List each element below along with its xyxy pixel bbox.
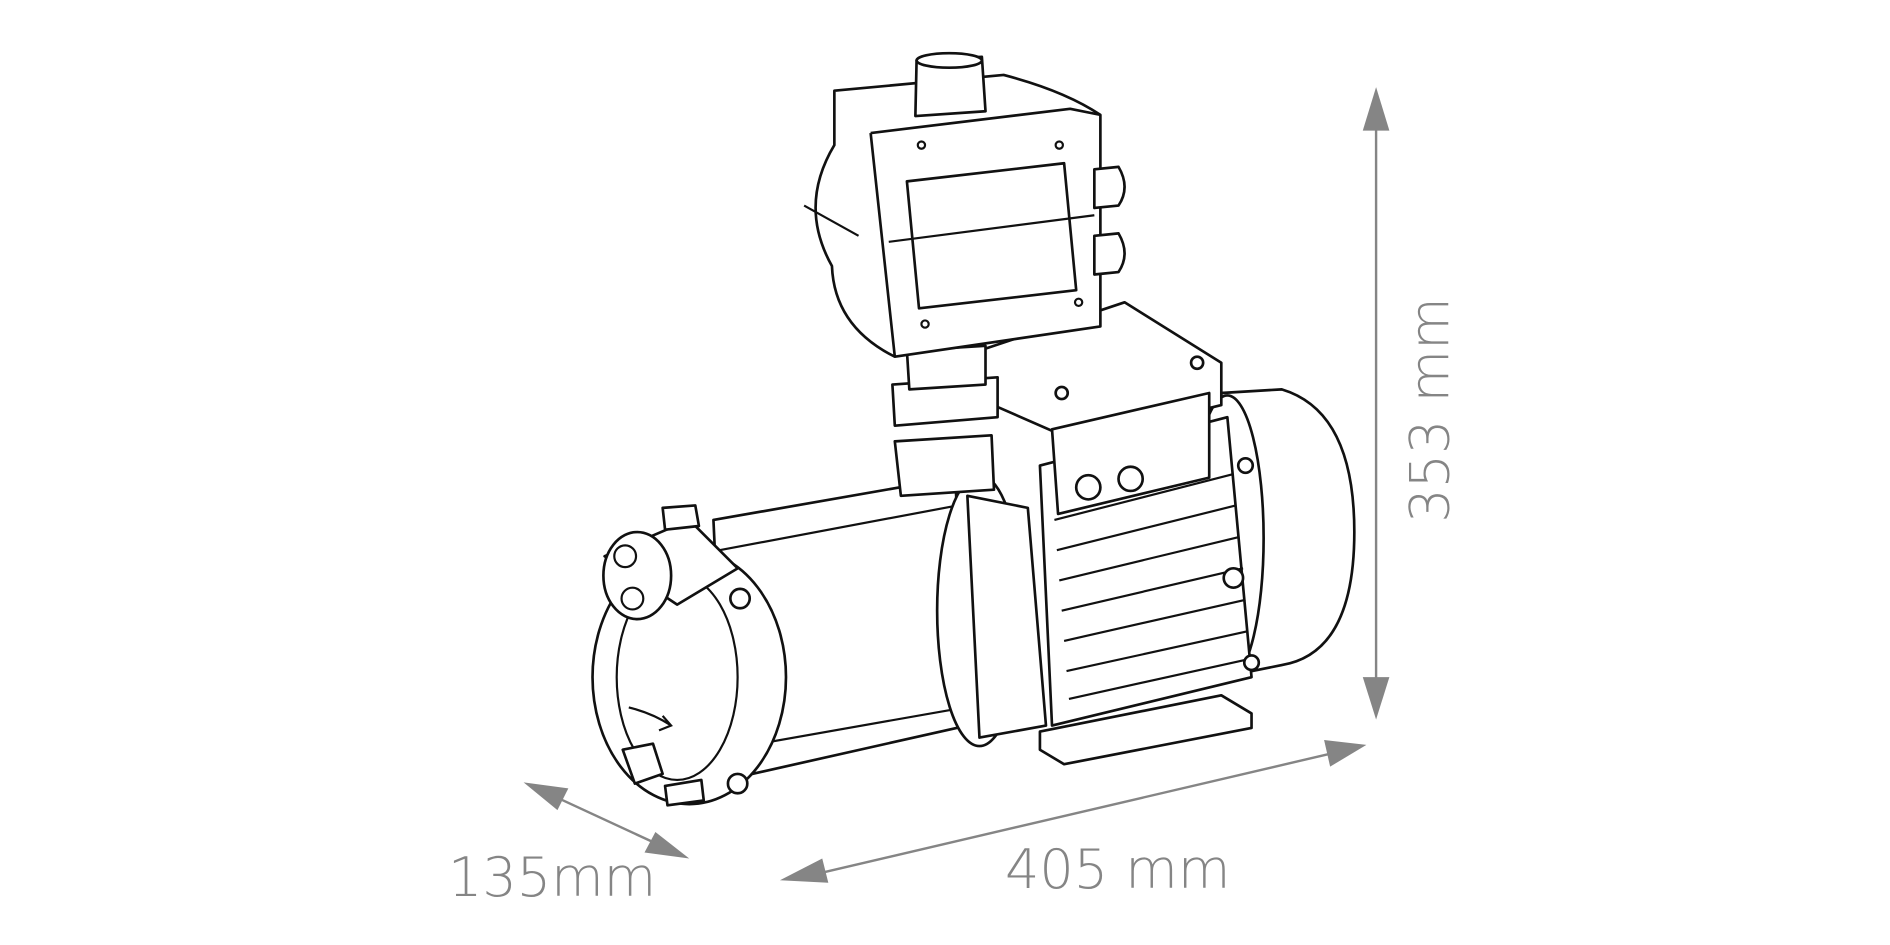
motor-foot <box>1038 693 1253 766</box>
pump-head <box>591 504 788 807</box>
height-dimension-arrow <box>1362 87 1390 720</box>
height-label: 353 mm <box>1398 297 1462 523</box>
discharge-fitting <box>891 344 999 498</box>
depth-dimension-arrow <box>523 782 690 859</box>
length-dimension-arrow <box>779 740 1367 883</box>
length-label: 405 mm <box>1005 838 1231 901</box>
pressure-controller <box>803 51 1126 359</box>
depth-label: 135mm <box>448 846 657 909</box>
